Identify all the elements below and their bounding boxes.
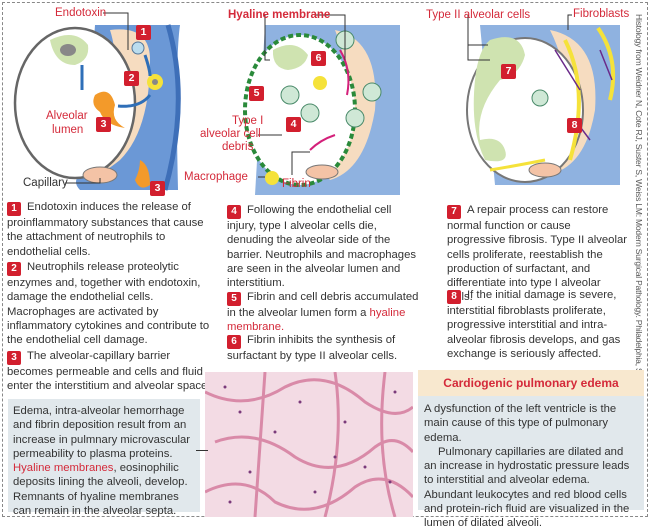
hyaline-highlight: hyaline membrane xyxy=(227,307,406,334)
badge-3: 3 xyxy=(96,117,111,132)
step-text: The alveolar-capillary barrier becomes p… xyxy=(7,350,211,393)
label-fibroblasts: Fibroblasts xyxy=(573,8,630,20)
credit-text: Histology from Weidner N, Cote RJ, Suste… xyxy=(634,14,644,428)
label-type1-debris: Type I xyxy=(232,115,263,128)
badge-7: 7 xyxy=(501,64,516,79)
step-badge: 4 xyxy=(227,205,241,219)
label-macrophage: Macrophage xyxy=(184,171,248,183)
panel-2-illustration xyxy=(243,25,400,195)
cardiogenic-paragraph-1: A dysfunction of the left ventricle is t… xyxy=(424,403,617,444)
badge-8: 8 xyxy=(567,118,582,133)
step-text: Fibrin inhibits the synthesis of surfact… xyxy=(227,334,398,362)
step-text: If the initial damage is severe, interst… xyxy=(447,289,621,360)
step-text: Following the endothelial cell injury, t… xyxy=(227,204,417,290)
panel-1-illustration xyxy=(13,24,181,191)
badge-1: 1 xyxy=(136,25,151,40)
badge-4: 4 xyxy=(286,117,301,132)
alveolus-illustrations xyxy=(13,12,620,195)
cardiogenic-paragraph-2: Pulmonary capillaries are dilated and an… xyxy=(424,445,630,530)
cardiogenic-box: A dysfunction of the left ventricle is t… xyxy=(418,396,644,529)
step-badge: 6 xyxy=(227,335,241,349)
step-badge: 5 xyxy=(227,292,241,306)
histology-micrograph xyxy=(205,372,413,517)
label-capillary: Capillary xyxy=(23,177,68,189)
label-endotoxin: Endotoxin xyxy=(55,7,107,19)
badge-3b: 3 xyxy=(150,181,165,196)
step-text: Fibrin and cell debris accumulated in th… xyxy=(227,291,419,319)
histology-description-box: Edema, intra-alveolar hemorrhage and fib… xyxy=(8,399,200,517)
step-badge: 2 xyxy=(7,262,21,276)
label-type2-cells: Type II alveolar cells xyxy=(426,9,531,21)
step-badge: 3 xyxy=(7,351,21,365)
label-type1-debris-2: alveolar cell xyxy=(200,128,261,140)
pointer-line xyxy=(196,450,208,451)
label-alveolar-lumen: Alveolar xyxy=(46,110,88,122)
label-alveolar-lumen-2: lumen xyxy=(52,124,84,136)
panel-3-illustration xyxy=(466,25,620,185)
box-text: Edema, intra-alveolar hemorrhage and fib… xyxy=(13,405,191,460)
hyaline-highlight: Hyaline membranes xyxy=(13,462,114,475)
step-text: Neutrophils release proteolytic enzymes … xyxy=(7,261,210,347)
label-hyaline-membrane: Hyaline membrane xyxy=(228,9,331,21)
step-text: Endotoxin induces the release of proinfl… xyxy=(7,201,204,258)
box-text: , eosinophilic deposits lining the alveo… xyxy=(13,462,188,518)
badge-5: 5 xyxy=(249,86,264,101)
leader-lines xyxy=(65,12,572,184)
step-text: . xyxy=(281,321,285,334)
step-text: A repair process can restore normal func… xyxy=(447,204,627,303)
cardiogenic-title: Cardiogenic pulmonary edema xyxy=(418,370,644,396)
label-line: Type I xyxy=(232,115,264,127)
badge-6: 6 xyxy=(311,51,326,66)
label-fibrin: Fibrin xyxy=(282,178,311,190)
badge-2: 2 xyxy=(124,71,139,86)
step-badge: 7 xyxy=(447,205,461,219)
step-badge: 8 xyxy=(447,290,461,304)
step-badge: 1 xyxy=(7,202,21,216)
label-type1-debris-3: debris xyxy=(222,141,254,153)
